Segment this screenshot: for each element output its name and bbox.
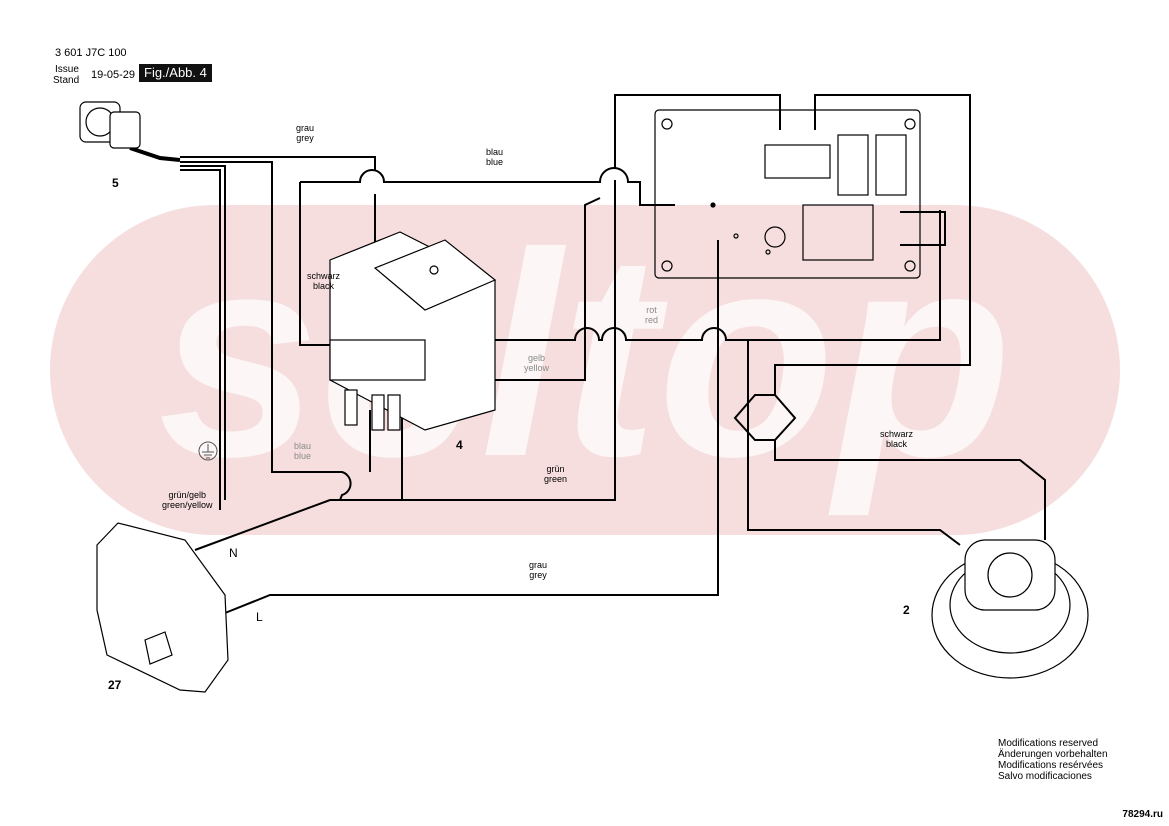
wire-green — [340, 180, 616, 501]
bridge-rect — [733, 394, 797, 441]
plug — [79, 101, 141, 149]
label-switch: 4 — [456, 438, 463, 452]
label-blau-top-de: blau — [486, 147, 504, 157]
label-grau-top-en: grey — [296, 133, 314, 143]
rocker-switch — [329, 231, 497, 431]
label-blau-top: blau blue — [486, 147, 503, 167]
footer-notes: Modifications reserved Änderungen vorbeh… — [998, 738, 1108, 782]
label-gelb-en: yellow — [524, 363, 550, 373]
label-l: L — [256, 610, 263, 624]
label-n: N — [229, 546, 238, 560]
wire-blue-top — [300, 167, 675, 206]
wire-n — [194, 499, 340, 551]
label-gruengelb-en: green/yellow — [162, 500, 213, 510]
label-blau-mid-de: blau — [294, 441, 312, 451]
footer-line-4: Salvo modificaciones — [998, 771, 1092, 782]
site-label: 78294.ru — [1122, 809, 1163, 820]
label-schwarz-right: schwarz black — [880, 429, 913, 449]
label-schwarz-left-de: schwarz — [307, 271, 341, 281]
label-schwarz-right-de: schwarz — [880, 429, 914, 439]
label-rot-de: rot — [646, 305, 657, 315]
label-box: 27 — [108, 678, 122, 692]
label-grau-top: grau grey — [296, 123, 314, 143]
label-grau-bottom: grau grey — [529, 560, 547, 580]
label-blau-top-en: blue — [486, 157, 504, 167]
earth-symbol — [198, 441, 218, 461]
motor — [931, 539, 1089, 679]
part-number: 3 601 J7C 100 — [55, 47, 127, 59]
wire-pcb-right — [900, 211, 946, 246]
wire-motor-left — [747, 340, 961, 546]
wire-l — [224, 240, 719, 614]
label-rot: rot red — [645, 305, 658, 325]
wire-black-left — [299, 182, 330, 346]
label-grau-bottom-en: grey — [529, 570, 547, 580]
footer-line-1: Modifications reserved — [998, 738, 1099, 749]
wire-bundle-4 — [180, 169, 221, 510]
wire-blue-mid — [330, 471, 352, 501]
label-plug: 5 — [112, 176, 119, 190]
power-box — [96, 522, 229, 693]
wire-bundle-3 — [180, 165, 226, 500]
label-grau-bottom-de: grau — [529, 560, 548, 570]
wire-black-right — [774, 440, 1046, 540]
wire-red — [430, 210, 941, 341]
label-gruen-de: grün — [546, 464, 565, 474]
wire-pcb-top-right — [774, 94, 971, 395]
label-grau-top-de: grau — [296, 123, 315, 133]
issue-date: 19-05-29 — [91, 69, 136, 81]
stand-label: Stand — [53, 75, 80, 86]
wire-pcb-top-left — [614, 94, 781, 168]
label-blau-mid-en: blue — [294, 451, 312, 461]
label-gruengelb: grün/gelb green/yellow — [162, 490, 213, 510]
label-motor: 2 — [903, 603, 910, 617]
label-gruengelb-de: grün/gelb — [168, 490, 207, 500]
power-cord — [129, 146, 181, 162]
wire-bundle-2 — [180, 161, 330, 473]
label-schwarz-left-en: black — [313, 281, 335, 291]
figure-label: Fig./Abb. 4 — [139, 64, 212, 82]
label-gruen: grün green — [544, 464, 567, 484]
issue-label: Issue — [55, 64, 79, 75]
label-schwarz-right-en: black — [886, 439, 908, 449]
footer-line-2: Änderungen vorbehalten — [998, 749, 1108, 760]
wire-yellow — [410, 197, 601, 381]
label-rot-en: red — [645, 315, 659, 325]
label-gelb: gelb yellow — [524, 353, 549, 373]
label-gelb-de: gelb — [528, 353, 546, 363]
wire-grey-top — [180, 156, 376, 170]
label-schwarz-left: schwarz black — [307, 271, 340, 291]
label-blau-mid: blau blue — [294, 441, 311, 461]
footer-line-3: Modifications resérvées — [998, 760, 1104, 771]
label-gruen-en: green — [544, 474, 568, 484]
control-pcb — [654, 109, 921, 279]
